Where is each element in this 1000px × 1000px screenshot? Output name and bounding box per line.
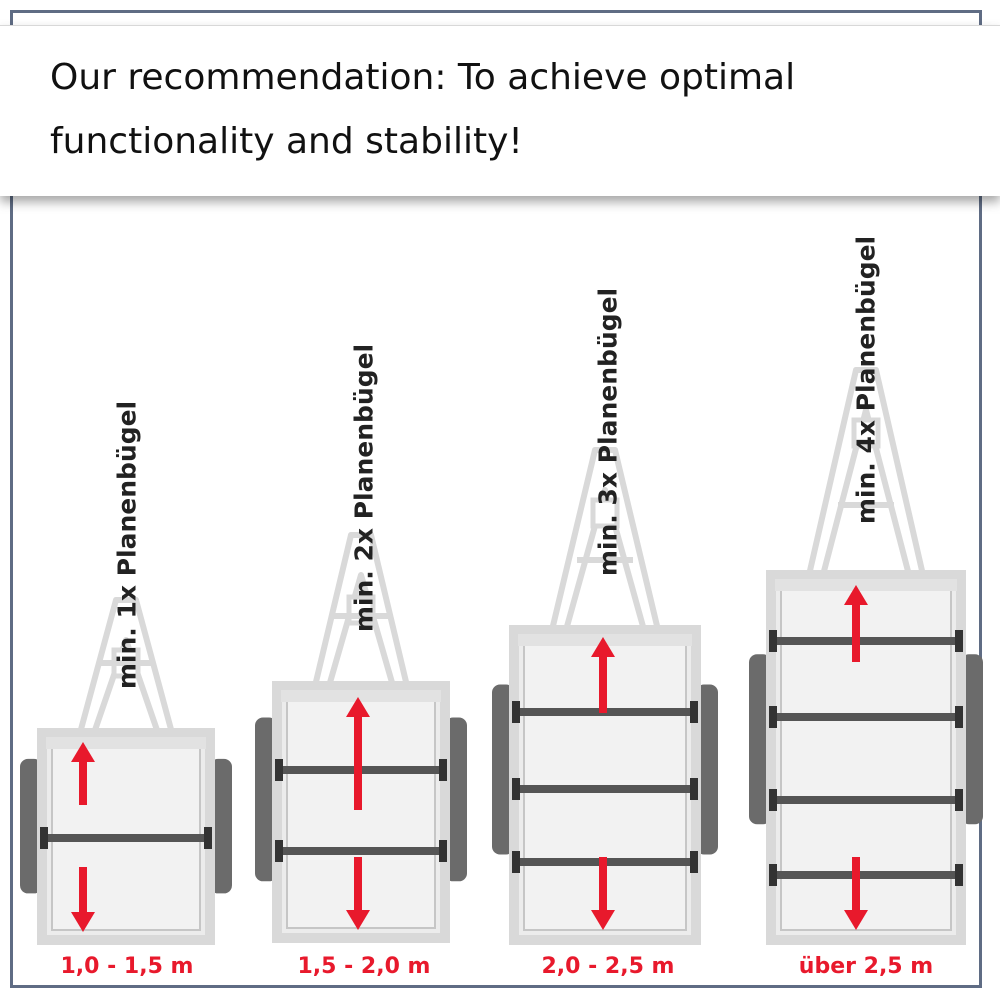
bow-bar	[773, 637, 959, 645]
bow-clamp-left	[769, 630, 777, 652]
jockey-wheel-mount	[346, 594, 376, 626]
range-label-4: über 2,5 m	[798, 954, 934, 979]
bow-clamp-left	[275, 840, 283, 862]
bow-bar	[773, 871, 959, 879]
bow-clamp-right	[690, 701, 698, 723]
bow-clamp-right	[955, 864, 963, 886]
bow-clamp-right	[690, 778, 698, 800]
bow-clamp-left	[275, 759, 283, 781]
front-rail	[518, 634, 692, 646]
bow-clamp-right	[439, 759, 447, 781]
bow-2	[769, 706, 963, 728]
bow-clamp-right	[439, 840, 447, 862]
bow-1	[769, 630, 963, 652]
bow-2	[512, 778, 698, 800]
wheel-left	[20, 758, 42, 894]
bow-bar	[279, 847, 443, 855]
front-rail	[775, 579, 957, 591]
wheel-left	[255, 717, 277, 882]
bow-clamp-left	[769, 706, 777, 728]
trailer-3	[492, 447, 718, 945]
wheel-right	[445, 717, 467, 882]
arrow-up-head	[71, 742, 95, 762]
arrow-down-head	[71, 912, 95, 932]
trailer-4	[749, 367, 983, 945]
bow-clamp-left	[769, 789, 777, 811]
bow-bar	[773, 796, 959, 804]
bow-clamp-right	[955, 706, 963, 728]
wheel-left	[749, 654, 771, 825]
recommendation-banner: Our recommendation: To achieve optimal f…	[0, 25, 1000, 196]
bow-clamp-left	[512, 778, 520, 800]
arrow-up-head	[591, 637, 615, 657]
bow-clamp-left	[769, 864, 777, 886]
arrow-down-head	[591, 910, 615, 930]
bow-bar	[516, 785, 694, 793]
bow-bar	[773, 713, 959, 721]
wheel-right	[961, 654, 983, 825]
bow-clamp-right	[204, 827, 212, 849]
arrow-up-head	[844, 585, 868, 605]
trailer-2	[255, 532, 467, 943]
trailer-1	[20, 597, 232, 945]
range-label-3: 2,0 - 2,5 m	[541, 954, 675, 979]
bow-clamp-right	[955, 789, 963, 811]
bow-clamp-left	[512, 701, 520, 723]
outer-frame	[10, 10, 982, 988]
banner-text: Our recommendation: To achieve optimal f…	[50, 57, 796, 162]
arrow-down-head	[346, 910, 370, 930]
bow-1	[40, 827, 212, 849]
bow-3	[769, 789, 963, 811]
bow-clamp-left	[512, 851, 520, 873]
bow-2	[275, 840, 447, 862]
wheel-left	[492, 684, 514, 855]
bow-bar	[44, 834, 208, 842]
range-label-1: 1,0 - 1,5 m	[60, 954, 194, 979]
bow-clamp-right	[690, 851, 698, 873]
bow-clamp-left	[40, 827, 48, 849]
arrow-up-head	[346, 697, 370, 717]
wheel-right	[696, 684, 718, 855]
arrow-down-head	[844, 910, 868, 930]
front-rail	[46, 737, 206, 749]
range-label-2: 1,5 - 2,0 m	[297, 954, 431, 979]
jockey-wheel-mount	[590, 497, 620, 529]
wheel-right	[210, 758, 232, 894]
front-rail	[281, 690, 441, 702]
bow-clamp-right	[955, 630, 963, 652]
jockey-wheel-mount	[851, 417, 881, 449]
bow-4	[769, 864, 963, 886]
